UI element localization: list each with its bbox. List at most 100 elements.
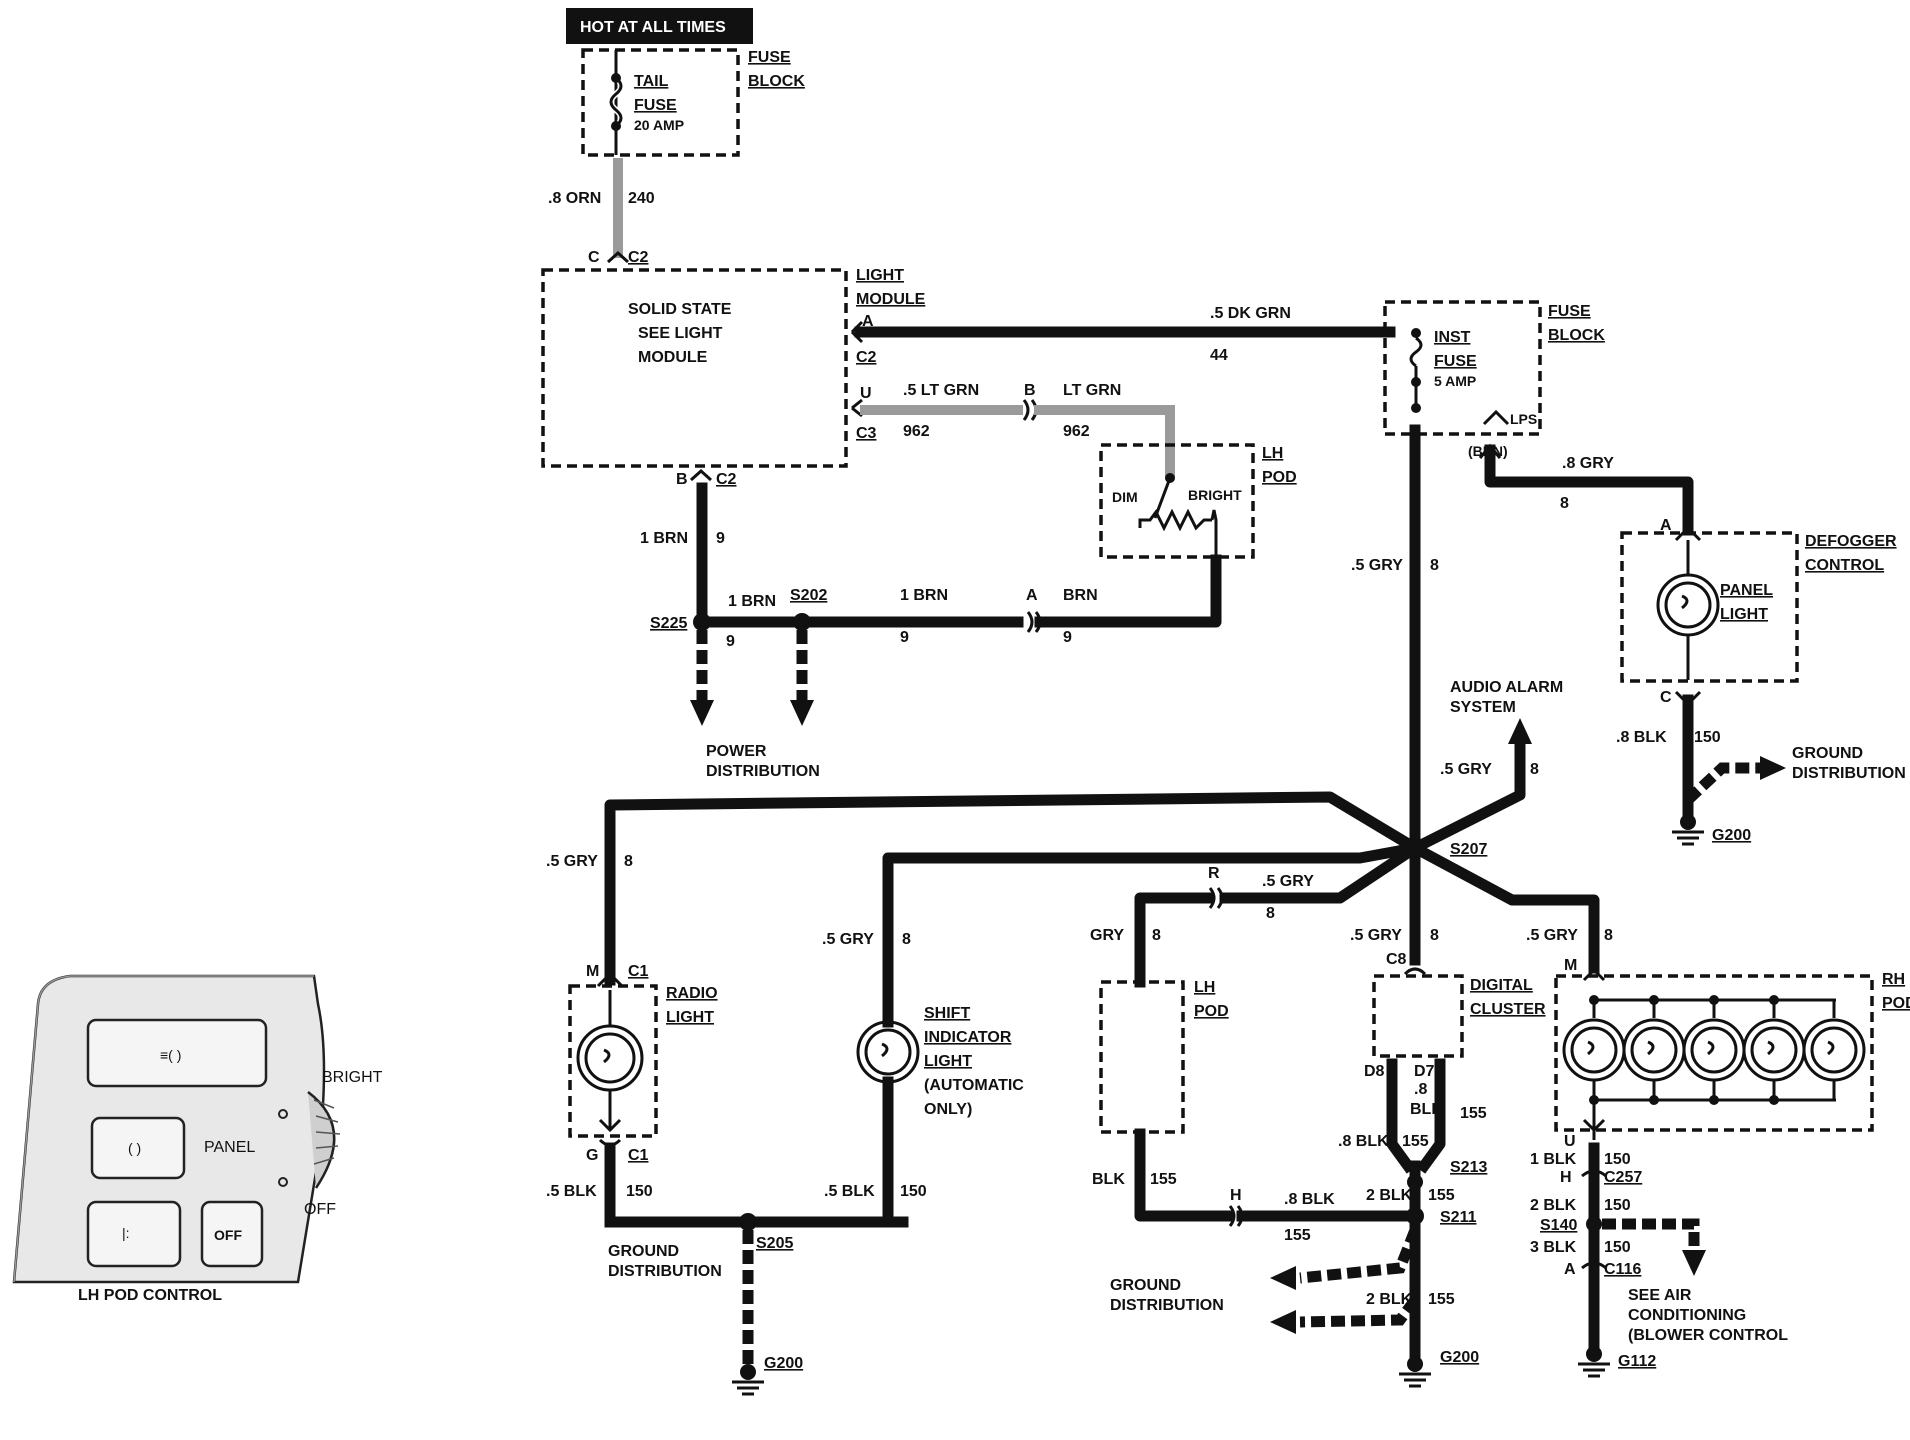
- power-arrow-1: [690, 700, 714, 726]
- radio-light-bulb-icon: [576, 1024, 644, 1092]
- wire-9-to-pod: [1034, 554, 1222, 628]
- lhpod-gry-circuit: 8: [1152, 927, 1161, 944]
- inst-fuse-rating: 5 AMP: [1434, 373, 1476, 389]
- splice-s213: [1407, 1174, 1423, 1190]
- light-module-conn-c2-bottom: C2: [716, 471, 737, 488]
- panel-light-label: PANEL: [1720, 582, 1773, 599]
- lhpod-pin-h: H: [1230, 1187, 1242, 1204]
- rh-pod-box: [1554, 974, 1874, 1132]
- rhpod-circuit: 8: [1604, 927, 1613, 944]
- panel-light-label2: LIGHT: [1720, 606, 1768, 623]
- rhpod-label2: POD: [1882, 995, 1910, 1012]
- rhpod-c3-color: 3 BLK: [1530, 1239, 1577, 1256]
- radio-circuit: 8: [624, 853, 633, 870]
- wire-155-lhpod: [1134, 1128, 1234, 1222]
- brn-left-circuit: 9: [716, 530, 725, 547]
- cluster-label: DIGITAL: [1470, 977, 1533, 994]
- lhpod-pin-r: R: [1208, 865, 1220, 882]
- wire-8-audio: [1407, 738, 1526, 856]
- shift-label4: (AUTOMATIC: [924, 1077, 1024, 1094]
- shift-label3: LIGHT: [924, 1053, 972, 1070]
- ground-g200-cluster-icon: [1399, 1372, 1431, 1388]
- wire-240-color: .8 ORN: [548, 190, 601, 207]
- rhpod-label: RH: [1882, 971, 1905, 988]
- lhpod-color-top: .5 GRY: [1262, 873, 1314, 890]
- wire-962-circuit-left: 962: [903, 423, 930, 440]
- rhpod-c1-circuit: 150: [1604, 1151, 1631, 1168]
- lhpod-label2: POD: [1194, 1003, 1229, 1020]
- defogger-wire-color: .8 GRY: [1562, 455, 1614, 472]
- shift-label2: INDICATOR: [924, 1029, 1012, 1046]
- lh-pod-top-label2: POD: [1262, 469, 1297, 486]
- defogger-blk-color: .8 BLK: [1616, 729, 1667, 746]
- cluster-ground-label2: DISTRIBUTION: [1110, 1297, 1224, 1314]
- cluster-ground-label: GROUND: [1110, 1277, 1181, 1294]
- wire-962-pin-b: B: [1024, 382, 1036, 399]
- defogger-ground-label2: DISTRIBUTION: [1792, 765, 1906, 782]
- defogger-wire-circuit: 8: [1560, 495, 1569, 512]
- s205-g200: G200: [764, 1355, 803, 1372]
- shift-blk-color: .5 BLK: [824, 1183, 875, 1200]
- wire-8-lhpod: [1219, 840, 1423, 904]
- svg-text:( ): ( ): [128, 1140, 141, 1156]
- brn-mid-circuit: 9: [900, 629, 909, 646]
- fuse-block-top-label2: BLOCK: [748, 73, 805, 90]
- splice-s140: [1586, 1216, 1602, 1232]
- s202-label: S202: [790, 587, 827, 604]
- rhpod-pin-u: U: [1564, 1133, 1576, 1150]
- lhpod-gry: GRY: [1090, 927, 1124, 944]
- defogger-pin-c: C: [1660, 689, 1672, 706]
- ground-arrow-cluster-2: [1270, 1310, 1296, 1334]
- power-distribution-label2: DISTRIBUTION: [706, 763, 820, 780]
- defogger-g200: G200: [1712, 827, 1751, 844]
- ground-g200-s205-icon: [732, 1380, 764, 1396]
- radio-blk-color: .5 BLK: [546, 1183, 597, 1200]
- light-module-body2: SEE LIGHT: [638, 325, 723, 342]
- rhpod-c3-circuit: 150: [1604, 1239, 1631, 1256]
- lhpod-blk-circuit2: 155: [1284, 1227, 1311, 1244]
- shift-color: .5 GRY: [822, 931, 874, 948]
- splice-s202: [793, 613, 811, 631]
- pod-lower-button: [86, 1200, 182, 1268]
- shift-label5: ONLY): [924, 1101, 972, 1118]
- radio-conn-c1-top: C1: [628, 963, 649, 980]
- power-distribution-label: POWER: [706, 743, 767, 760]
- pod-control-title: LH POD CONTROL: [78, 1287, 222, 1304]
- lh-pod-switch-box: [1099, 443, 1255, 559]
- fuse-block-right-label2: BLOCK: [1548, 327, 1605, 344]
- s225-label: S225: [650, 615, 687, 632]
- cluster-left-color: .8 BLK: [1338, 1133, 1389, 1150]
- pod-off-button-label: OFF: [214, 1227, 242, 1243]
- bright-label: BRIGHT: [1188, 487, 1242, 503]
- rheostat-icon: [1138, 508, 1212, 532]
- rhpod-note2: CONDITIONING: [1628, 1307, 1746, 1324]
- light-module-conn-c3: C3: [856, 425, 877, 442]
- shift-blk-circuit: 150: [900, 1183, 927, 1200]
- light-module-conn-c2-top: C2: [628, 249, 649, 266]
- radio-pin-g: G: [586, 1147, 598, 1164]
- fuse-block-top-label: FUSE: [748, 49, 791, 66]
- pod-off-button: [200, 1200, 264, 1268]
- brn-mid-color: 1 BRN: [728, 593, 776, 610]
- radio-label2: LIGHT: [666, 1009, 714, 1026]
- defogger-label2: CONTROL: [1805, 557, 1884, 574]
- defogger-control-box: [1620, 531, 1799, 683]
- tail-fuse-block: [581, 48, 740, 157]
- wire-8-radio: [604, 791, 1423, 986]
- s207-label: S207: [1450, 841, 1487, 858]
- light-module-label: LIGHT: [856, 267, 904, 284]
- ground-g200-defogger-icon: [1672, 830, 1704, 846]
- brn-pod-color: BRN: [1063, 587, 1098, 604]
- rhpod-bulb-icon: [1562, 995, 1626, 1105]
- rhpod-bulbs: [1562, 995, 1866, 1105]
- rhpod-note3: (BLOWER CONTROL: [1628, 1327, 1788, 1344]
- rhpod-c116: C116: [1604, 1261, 1641, 1278]
- cluster-circuit: 8: [1430, 927, 1439, 944]
- digital-cluster-box: [1372, 974, 1464, 1058]
- rhpod-c2-color: 2 BLK: [1530, 1197, 1577, 1214]
- cluster-color3: 2 BLK: [1366, 1291, 1413, 1308]
- s140-label: S140: [1540, 1217, 1577, 1234]
- brn-pin-a: A: [1026, 587, 1038, 604]
- defogger-label: DEFOGGER: [1805, 533, 1897, 550]
- rhpod-c2-circuit: 150: [1604, 1197, 1631, 1214]
